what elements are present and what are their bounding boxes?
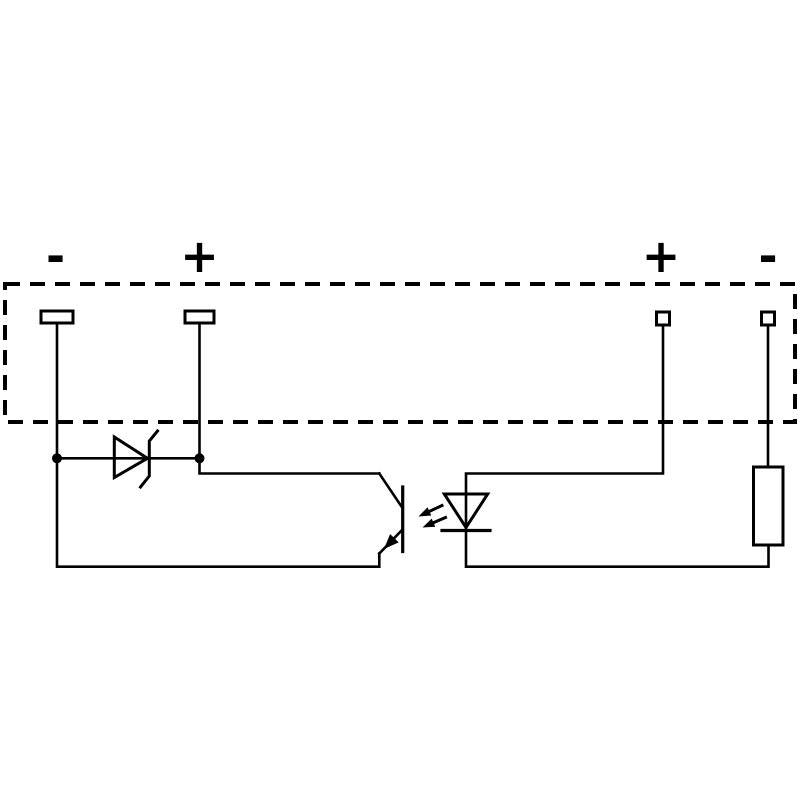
led	[440, 492, 492, 533]
junction-dot-left	[52, 453, 62, 464]
phototransistor-emitter-arrowhead	[384, 534, 399, 549]
light-arrow-shaft	[427, 503, 444, 514]
terminal-input-plus-contact	[655, 310, 671, 327]
terminal-input-minus-label: -	[758, 229, 777, 283]
light-arrow	[422, 515, 448, 528]
phototransistor	[377, 471, 405, 556]
light-arrow	[418, 503, 444, 517]
phototransistor-collector	[377, 471, 405, 511]
optical-coupling-arrows	[418, 503, 448, 528]
junction-dot-right	[194, 453, 205, 464]
terminal-input-plus-label: +	[642, 229, 681, 283]
resistor	[752, 465, 785, 547]
wires	[55, 321, 770, 568]
zener-diode	[112, 428, 160, 490]
light-arrow-head	[422, 518, 436, 528]
terminal-output-minus-label: -	[46, 229, 65, 283]
light-arrow-head	[418, 507, 432, 517]
terminal-output-plus-label: +	[180, 229, 219, 283]
wire-collector	[198, 457, 381, 475]
module-boundary	[3, 282, 797, 424]
wire-input-plus-led-loop	[464, 323, 770, 568]
zener-cathode-bar	[138, 428, 160, 490]
light-arrow-shaft	[431, 515, 448, 525]
led-anode-triangle	[441, 492, 491, 531]
wire-emitter-return	[55, 457, 381, 568]
terminal-input-minus-contact	[760, 310, 776, 327]
zener-anode-triangle	[112, 434, 151, 481]
terminal-output-plus-contact	[183, 309, 216, 325]
terminal-output-minus-contact	[39, 309, 75, 325]
